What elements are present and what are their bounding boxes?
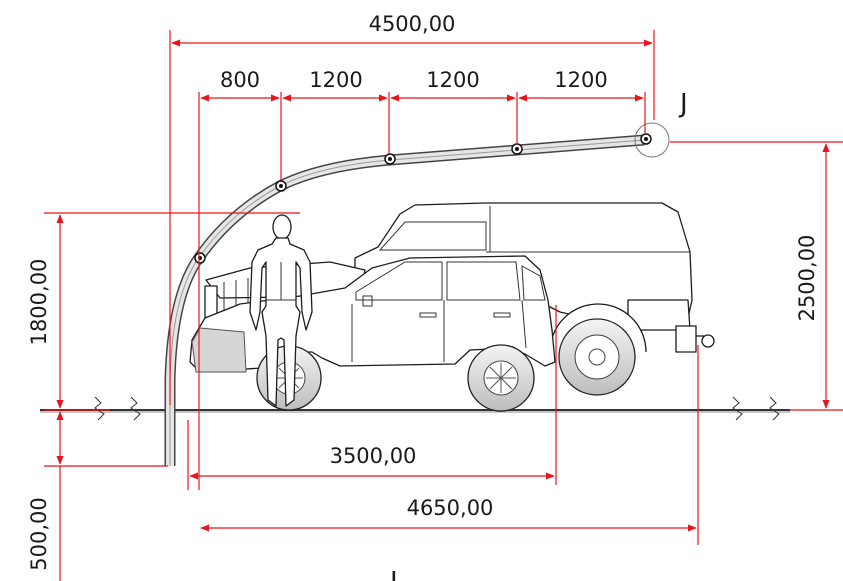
break-symbol-left bbox=[94, 396, 141, 421]
detail-circle-j bbox=[634, 122, 670, 158]
suv-car bbox=[189, 255, 556, 412]
human-figure bbox=[249, 214, 313, 407]
purlin-node bbox=[194, 252, 206, 264]
dim-clear-height-label: 1800,00 bbox=[27, 259, 51, 346]
ground-line bbox=[40, 409, 790, 413]
purlin-node bbox=[384, 153, 396, 165]
dim-truck-length-label: 4650,00 bbox=[407, 496, 494, 520]
purlin-node bbox=[511, 143, 523, 155]
dim-seg-3-label: 1200 bbox=[426, 68, 479, 92]
dim-seg-1-label: 800 bbox=[220, 68, 260, 92]
carport-arch-beam bbox=[164, 133, 652, 466]
detail-ref-j-bottom: J bbox=[388, 567, 398, 581]
dim-foundation-depth-label: 500,00 bbox=[27, 497, 51, 570]
dim-seg-4-label: 1200 bbox=[554, 68, 607, 92]
dim-seg-2-label: 1200 bbox=[309, 68, 362, 92]
break-symbol-right bbox=[732, 396, 780, 421]
dim-total-height-label: 2500,00 bbox=[795, 235, 819, 322]
dimension-lines bbox=[44, 30, 843, 581]
purlin-node bbox=[275, 180, 287, 192]
detail-ref-j-top: J bbox=[678, 89, 688, 119]
dim-car-length-label: 3500,00 bbox=[330, 444, 417, 468]
dim-total-width-label: 4500,00 bbox=[369, 12, 456, 36]
purlin-node bbox=[640, 133, 652, 145]
